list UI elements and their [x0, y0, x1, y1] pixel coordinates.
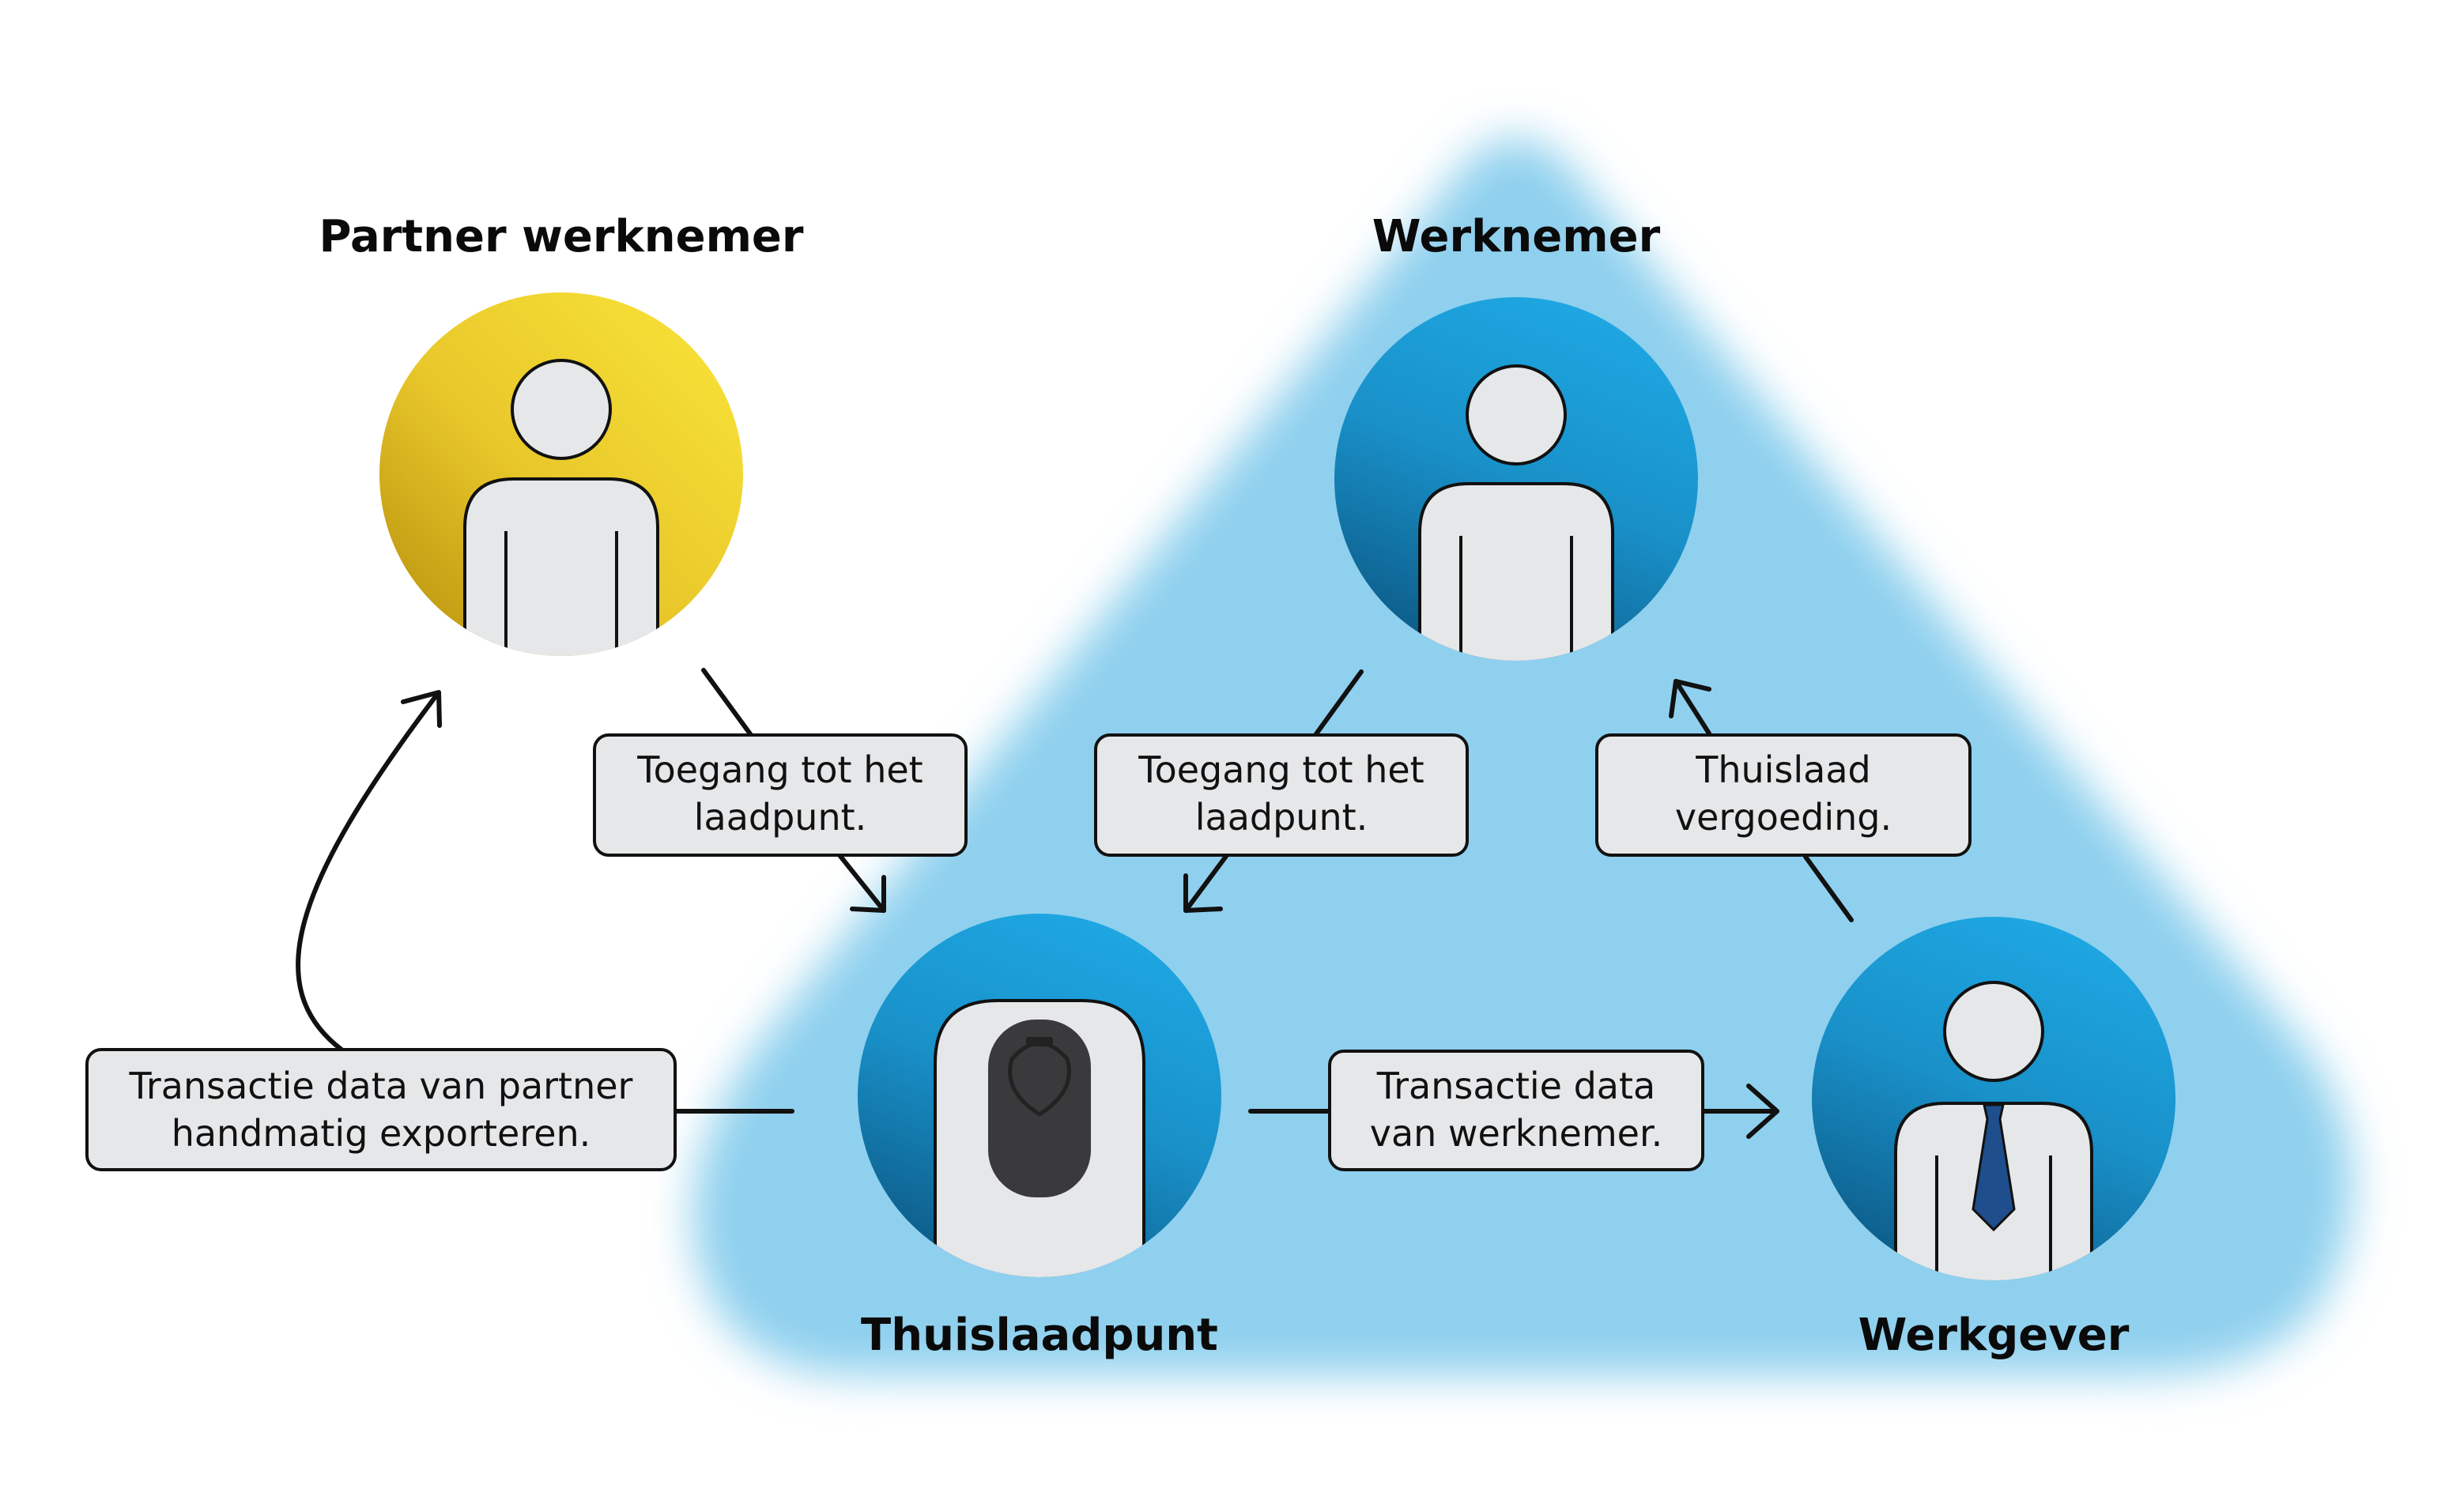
- arrow-laadpunt-to-partner: [296, 690, 794, 1114]
- label-export-partner: Transactie data van partner handmatig ex…: [85, 1048, 677, 1171]
- arrow-werkgever-to-werknemer: [1669, 679, 1854, 922]
- label-line: Toegang tot het: [1138, 748, 1424, 791]
- node-thuislaadpunt: Thuislaadpunt: [858, 914, 1221, 1361]
- label-line: laadpunt.: [694, 796, 867, 839]
- label-line: Transactie data van partner: [129, 1065, 633, 1107]
- label-thuislaad-vergoeding: Thuislaad vergoeding.: [1595, 733, 1972, 857]
- werkgever-title: Werkgever: [1858, 1310, 2130, 1361]
- node-partner-werknemer: Partner werknemer: [319, 211, 804, 656]
- label-line: Transactie data: [1376, 1065, 1655, 1107]
- werknemer-title: Werknemer: [1372, 211, 1661, 262]
- label-line: laadpunt.: [1195, 796, 1368, 839]
- charger-icon: [934, 999, 1145, 1277]
- label-line: handmatig exporteren.: [172, 1112, 591, 1155]
- label-line: Thuislaad: [1695, 748, 1871, 791]
- person-icon: [1418, 364, 1614, 661]
- arrow-werknemer-to-laadpunt: [1183, 669, 1364, 913]
- node-werkgever: Werkgever: [1812, 917, 2175, 1361]
- person-icon: [463, 359, 659, 656]
- thuislaadpunt-title: Thuislaadpunt: [861, 1310, 1218, 1361]
- label-line: van werknemer.: [1370, 1112, 1663, 1155]
- label-toegang-partner: Toegang tot het laadpunt.: [593, 733, 968, 857]
- partner-werknemer-title: Partner werknemer: [319, 211, 803, 262]
- label-data-werknemer: Transactie data van werknemer.: [1328, 1050, 1704, 1171]
- label-toegang-werknemer: Toegang tot het laadpunt.: [1094, 733, 1469, 857]
- node-werknemer: Werknemer: [1334, 211, 1698, 661]
- arrow-laadpunt-to-werkgever: [1248, 1084, 1779, 1139]
- label-line: Toegang tot het: [636, 748, 923, 791]
- person-with-tie-icon: [1894, 981, 2093, 1280]
- arrow-partner-to-laadpunt: [701, 668, 886, 913]
- label-line: vergoeding.: [1675, 796, 1892, 839]
